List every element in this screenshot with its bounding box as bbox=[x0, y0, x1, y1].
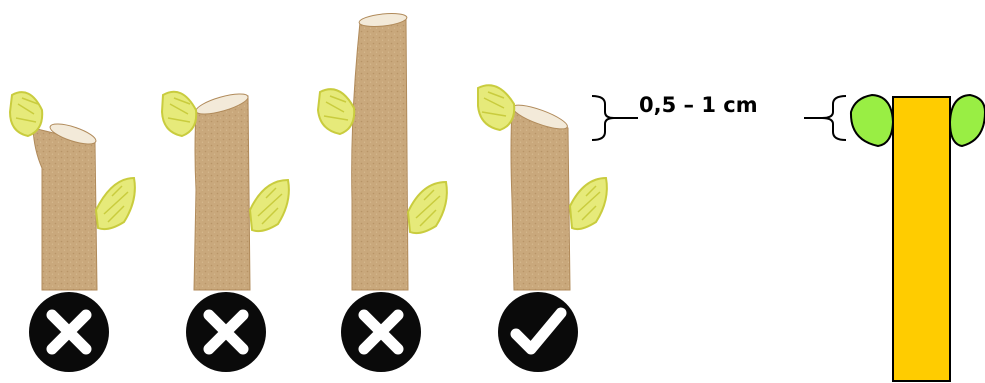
cross-icon bbox=[186, 292, 266, 372]
measurement-label: 0,5 – 1 cm bbox=[639, 93, 758, 117]
cross-icon bbox=[29, 292, 109, 372]
bud-icon bbox=[248, 178, 290, 233]
left-brace-icon bbox=[591, 95, 615, 141]
cross-icon bbox=[341, 292, 421, 372]
branch-cut-3 bbox=[316, 13, 448, 372]
schematic-stem bbox=[849, 93, 985, 382]
leaf-left-icon bbox=[849, 93, 895, 148]
leaf-right-icon bbox=[948, 93, 985, 148]
branch-cut-4 bbox=[477, 84, 608, 372]
bud-icon bbox=[8, 91, 44, 138]
yellow-stem bbox=[892, 96, 951, 382]
bud-icon bbox=[94, 176, 136, 231]
bud-icon bbox=[477, 84, 516, 132]
bud-icon bbox=[316, 88, 356, 136]
bud-icon bbox=[160, 90, 198, 138]
bud-icon bbox=[406, 180, 448, 235]
right-brace-icon bbox=[821, 95, 847, 141]
bud-icon bbox=[568, 176, 608, 231]
branch-cut-2 bbox=[160, 90, 290, 372]
check-icon bbox=[498, 292, 578, 372]
branch-cut-1 bbox=[8, 91, 136, 372]
